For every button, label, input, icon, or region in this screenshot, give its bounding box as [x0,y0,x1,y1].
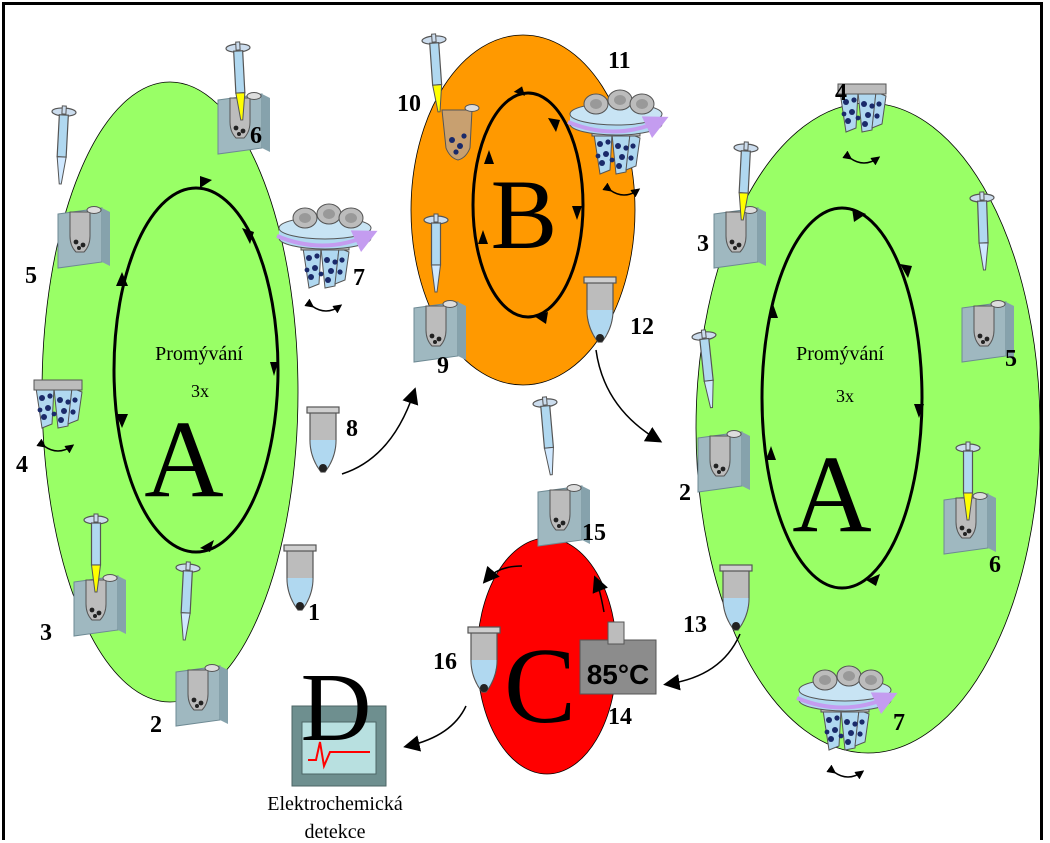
loop-arrowhead [116,272,128,286]
step-number: 6 [250,123,262,149]
loop-arrowhead [766,446,776,460]
step-number: 10 [397,91,421,117]
step-number: 11 [608,48,631,74]
flow-arrow-a-to-c [663,633,741,691]
loop-arrowhead [484,150,494,164]
magnet-stand-icon [57,206,111,269]
step-number: 16 [433,649,457,675]
cycle-a-left-repeat: 3x [191,381,209,401]
heater-label: 85°C [587,659,650,690]
cycle-a-right: Promývání 3x A 4 3 5 2 6 7 13 [679,80,1041,777]
loop-arrowhead [866,574,880,586]
loop-arrowhead [200,540,214,552]
step-number: 4 [16,452,28,478]
cycle-a-left-letter: A [144,398,223,520]
step-number: 6 [989,552,1001,578]
step-number: 15 [582,520,606,546]
loop-arrowhead [548,118,560,132]
tilt-arrow-icon [834,772,862,777]
heater-icon: 85°C [579,621,657,695]
cycle-a-right-loop [760,206,924,590]
step-number: 13 [683,612,707,638]
pipette-icon [47,104,77,186]
magnet-stand-icon [713,206,767,269]
cycle-a-left-title: Promývání [155,343,243,365]
flow-arrow-c-to-d [403,705,467,752]
loop-arrowhead [270,362,278,376]
loop-arrowhead [200,176,212,188]
loop-arrowhead [914,404,924,418]
step-number: 1 [308,600,320,626]
loop-arrowhead [534,312,548,324]
cycle-a-left: Promývání 3x A 5 6 7 4 3 2 1 8 [16,40,371,738]
step-number: 4 [835,80,847,106]
step-number: 7 [353,265,365,291]
tube-icon [306,406,340,473]
signal-trace [308,741,370,770]
cycle-c-arrow [592,575,608,613]
loop-arrowhead [513,86,525,96]
cycle-a-right-letter: A [792,433,871,555]
magnet-stand-icon [73,574,127,637]
detection-caption-line1: Elektrochemická [267,793,403,815]
detection-letter: D [301,654,372,762]
cycle-c: C 85°C 15 16 14 [433,395,657,775]
loop-arrowhead [852,208,866,222]
detection: D Elektrochemická detekce [267,654,403,843]
cycle-a-right-repeat: 3x [836,386,854,406]
step-number: 3 [697,231,709,257]
cycle-c-letter: C [504,627,576,746]
pipette-icon [531,395,564,477]
step-number: 5 [1005,346,1017,372]
tilt-arrow-icon [312,306,340,311]
loop-arrowhead [116,414,128,428]
loop-arrowhead [768,304,778,318]
cycle-b-letter: B [491,159,558,270]
loop-arrowhead [572,206,582,220]
loop-arrowhead [900,264,912,278]
magnet-stand-icon [175,664,229,727]
cycle-a-right-title: Promývání [796,343,884,365]
flow-arrow-b-to-a [595,349,663,443]
bead-tubes-icon [33,379,83,429]
step-number: 8 [346,416,358,442]
cycle-a-left-loop [112,186,280,554]
step-number: 3 [40,620,52,646]
flow-arrow-a-to-b [341,387,419,475]
cycle-c-arrow [482,565,523,584]
step-number: 12 [630,314,654,340]
flow-arrows [341,349,741,752]
step-number: 9 [437,353,449,379]
cycle-b-loop [471,91,585,319]
cycle-b: B 10 11 12 9 [397,32,662,386]
step-number: 7 [893,710,905,736]
step-number: 2 [150,712,162,738]
tube-with-pipette [441,104,480,161]
magnet-stand-icon [697,430,751,493]
loop-arrowhead [478,230,488,244]
loop-arrowhead [242,228,254,244]
step-number: 5 [25,263,37,289]
detector-icon [291,705,387,787]
detection-caption-line2: detekce [304,821,365,843]
step-number: 2 [679,480,691,506]
step-number: 14 [608,704,632,730]
